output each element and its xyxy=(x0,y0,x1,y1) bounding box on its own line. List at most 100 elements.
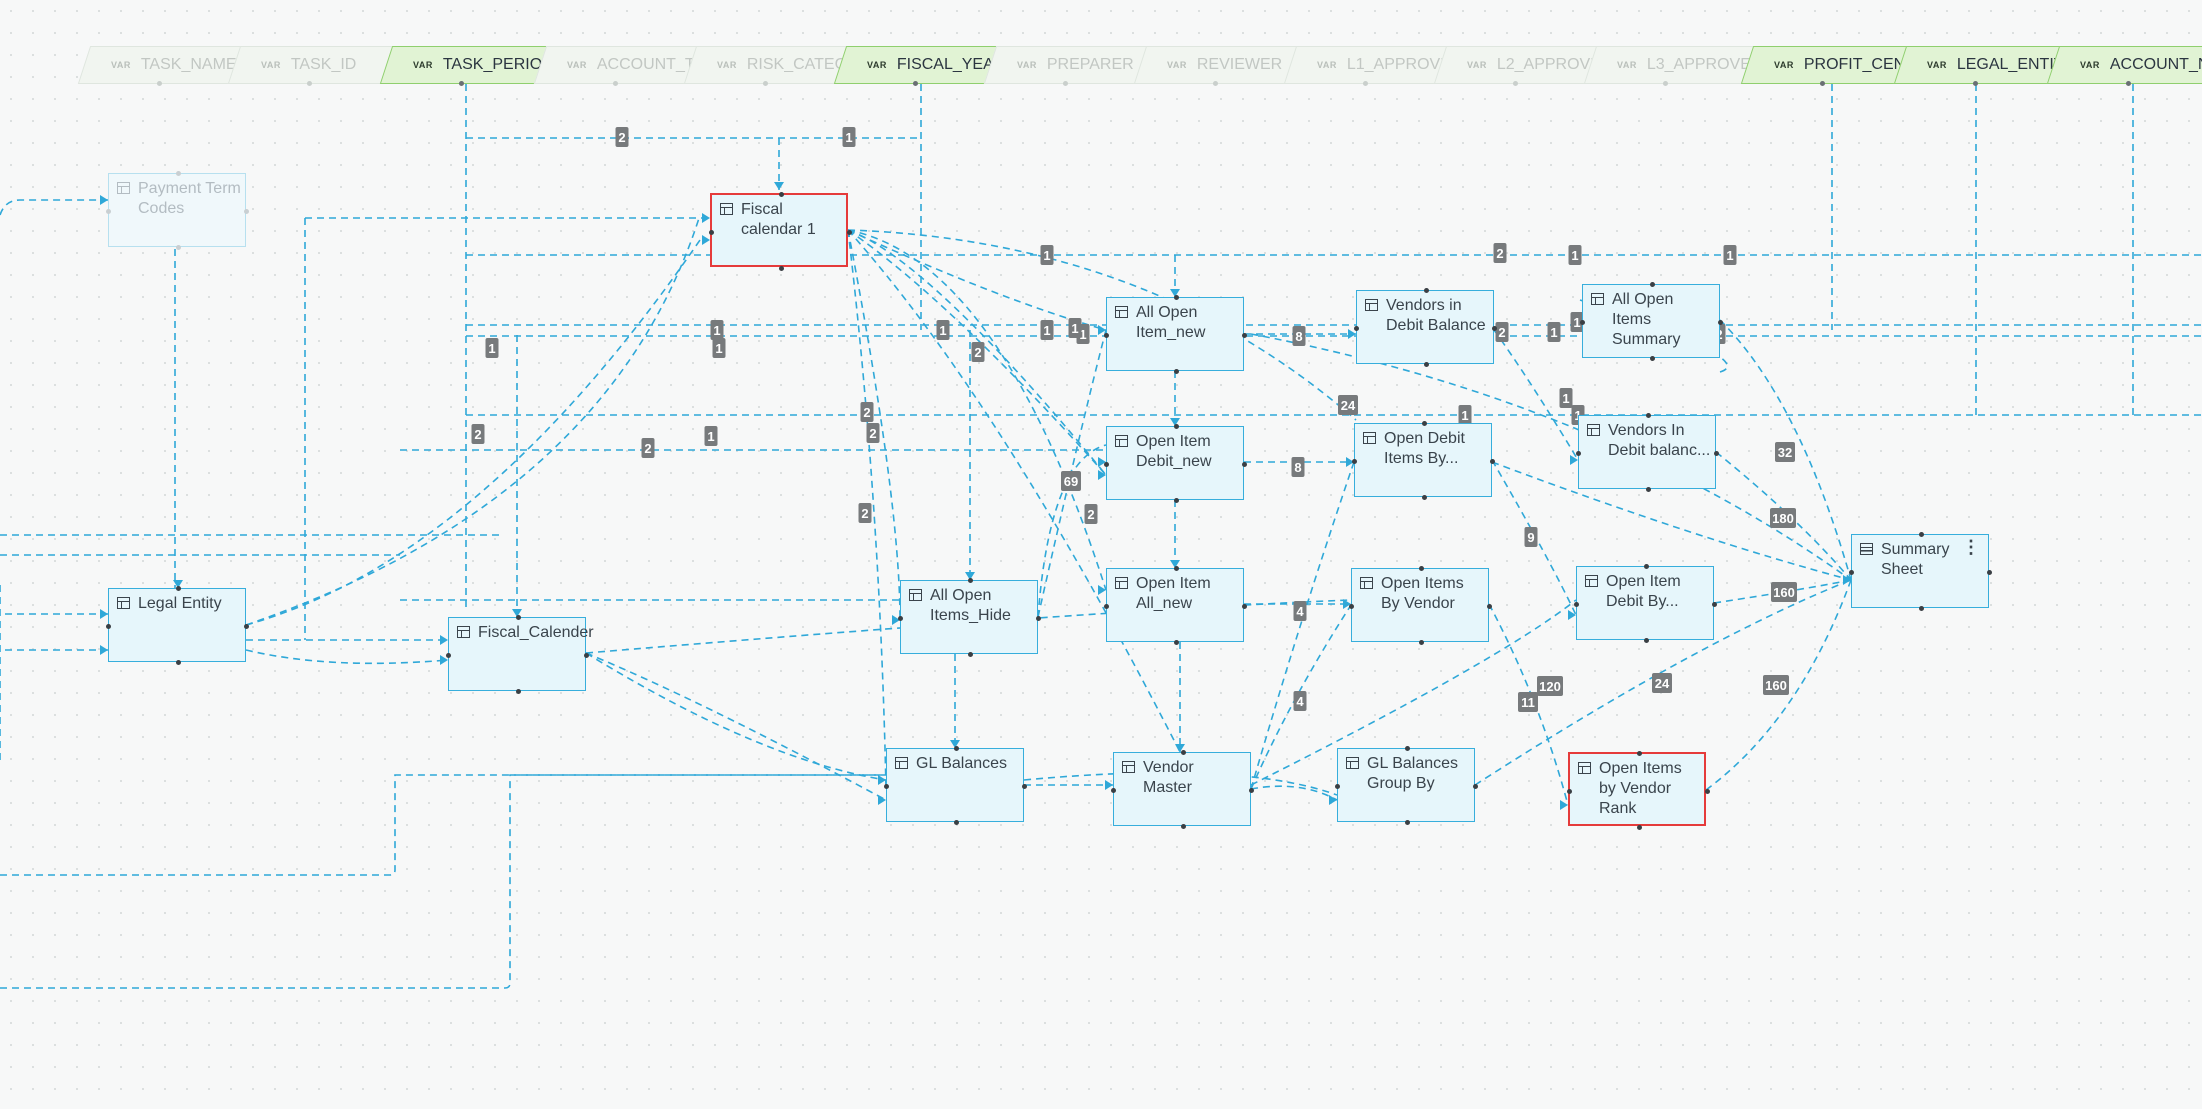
edge-35[interactable] xyxy=(847,229,1181,753)
variable-output-port[interactable] xyxy=(1819,81,1825,86)
edge-53[interactable] xyxy=(1250,599,1577,786)
port-bottom[interactable] xyxy=(1405,820,1410,825)
port-top[interactable] xyxy=(968,578,973,583)
port-bottom[interactable] xyxy=(1422,495,1427,500)
node-vendors-in-debit-balance[interactable]: Vendors in Debit Balance xyxy=(1354,288,1497,367)
port-left[interactable] xyxy=(1354,326,1359,331)
node-open-item-all-new[interactable]: Open Item All_new xyxy=(1104,566,1247,645)
port-top[interactable] xyxy=(1419,566,1424,571)
variable-output-port[interactable] xyxy=(2125,81,2131,86)
variable-output-port[interactable] xyxy=(1512,81,1518,86)
edge-18[interactable] xyxy=(245,239,701,626)
port-left[interactable] xyxy=(1104,462,1109,467)
port-top[interactable] xyxy=(1424,288,1429,293)
edge-64[interactable] xyxy=(0,774,886,876)
port-right[interactable] xyxy=(1487,604,1492,609)
node-open-items-by-vendor-rank[interactable]: Open Items by Vendor Rank xyxy=(1567,751,1710,830)
port-bottom[interactable] xyxy=(1424,362,1429,367)
edge-62[interactable] xyxy=(1491,461,1852,581)
variable-output-port[interactable] xyxy=(612,81,618,86)
edge-16[interactable] xyxy=(0,199,108,216)
node-legal-entity[interactable]: Legal Entity xyxy=(106,586,249,665)
port-bottom[interactable] xyxy=(1650,356,1655,361)
node-open-items-by-vendor[interactable]: Open Items By Vendor xyxy=(1349,566,1492,645)
port-top[interactable] xyxy=(1637,751,1642,756)
edge-31[interactable] xyxy=(847,229,887,791)
port-right[interactable] xyxy=(1242,462,1247,467)
port-bottom[interactable] xyxy=(1174,498,1179,503)
edge-32[interactable] xyxy=(847,229,1107,331)
port-left[interactable] xyxy=(898,616,903,621)
port-top[interactable] xyxy=(954,746,959,751)
port-bottom[interactable] xyxy=(968,652,973,657)
port-left[interactable] xyxy=(1111,788,1116,793)
node-open-item-debit-by[interactable]: Open Item Debit By... xyxy=(1574,564,1717,643)
port-right[interactable] xyxy=(1492,326,1497,331)
port-right[interactable] xyxy=(1242,604,1247,609)
port-top[interactable] xyxy=(516,615,521,620)
port-top[interactable] xyxy=(1174,566,1179,571)
node-fiscal-calender[interactable]: Fiscal_Calender xyxy=(446,615,594,694)
port-top[interactable] xyxy=(176,586,181,591)
node-gl-balances-group-by[interactable]: GL Balances Group By xyxy=(1335,746,1478,825)
port-left[interactable] xyxy=(106,624,111,629)
edge-26[interactable] xyxy=(585,652,887,801)
port-left[interactable] xyxy=(1576,451,1581,456)
port-bottom[interactable] xyxy=(1919,606,1924,611)
port-right[interactable] xyxy=(1036,616,1041,621)
port-right[interactable] xyxy=(1242,333,1247,338)
edge-57[interactable] xyxy=(1474,579,1852,786)
edge-67[interactable] xyxy=(1037,444,1107,618)
port-left[interactable] xyxy=(1580,320,1585,325)
port-bottom[interactable] xyxy=(1181,824,1186,829)
port-top[interactable] xyxy=(176,171,181,176)
edge-29[interactable] xyxy=(847,229,1107,591)
variable-output-port[interactable] xyxy=(912,81,918,86)
port-top[interactable] xyxy=(1650,282,1655,287)
port-bottom[interactable] xyxy=(1419,640,1424,645)
port-top[interactable] xyxy=(1919,532,1924,537)
edge-65[interactable] xyxy=(0,774,886,989)
port-right[interactable] xyxy=(1473,784,1478,789)
port-right[interactable] xyxy=(584,653,589,658)
edge-34[interactable] xyxy=(847,229,1107,476)
node-open-item-debit-new[interactable]: Open Item Debit_new xyxy=(1104,424,1247,503)
edge-55[interactable] xyxy=(1491,459,1577,616)
port-right[interactable] xyxy=(1249,788,1254,793)
port-top[interactable] xyxy=(779,192,784,197)
port-left[interactable] xyxy=(1849,570,1854,575)
node-fiscal-calendar-1[interactable]: Fiscal calendar 1 xyxy=(709,192,852,271)
variable-output-port[interactable] xyxy=(1662,81,1668,86)
node-summary-sheet[interactable]: Summary Sheet⋮ xyxy=(1849,532,1992,611)
port-bottom[interactable] xyxy=(1644,638,1649,643)
port-top[interactable] xyxy=(1174,424,1179,429)
port-top[interactable] xyxy=(1181,750,1186,755)
node-vendor-master[interactable]: Vendor Master xyxy=(1111,750,1254,829)
port-left[interactable] xyxy=(446,653,451,658)
port-left[interactable] xyxy=(1349,604,1354,609)
node-open-debit-items-by[interactable]: Open Debit Items By... xyxy=(1352,421,1495,500)
edge-58[interactable] xyxy=(1719,319,1852,581)
variable-output-port[interactable] xyxy=(1062,81,1068,86)
port-left[interactable] xyxy=(1104,333,1109,338)
port-bottom[interactable] xyxy=(1646,487,1651,492)
port-bottom[interactable] xyxy=(954,820,959,825)
edge-27[interactable] xyxy=(585,652,887,781)
node-gl-balances[interactable]: GL Balances xyxy=(884,746,1027,825)
port-left[interactable] xyxy=(709,230,714,235)
variable-output-port[interactable] xyxy=(762,81,768,86)
port-top[interactable] xyxy=(1646,413,1651,418)
port-right[interactable] xyxy=(1712,602,1717,607)
port-bottom[interactable] xyxy=(1174,640,1179,645)
edge-61[interactable] xyxy=(1705,579,1852,791)
